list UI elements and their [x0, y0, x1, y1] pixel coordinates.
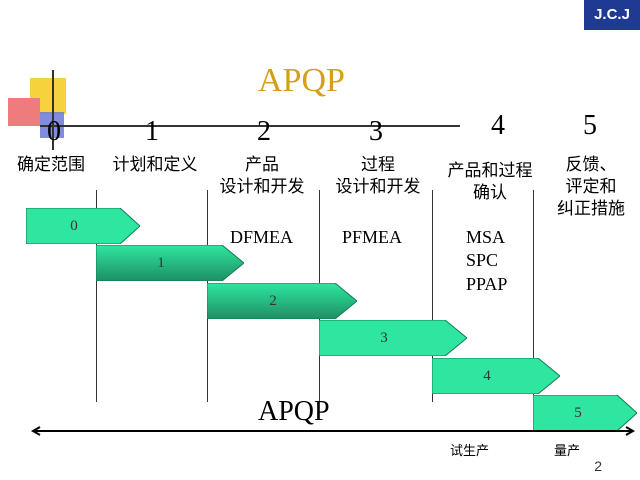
arrow-shape-1	[96, 245, 244, 281]
decor-red-square	[8, 98, 40, 126]
phase-label-1: 计划和定义	[112, 155, 198, 175]
diagram-title: APQP	[258, 62, 345, 99]
tool-ppap: PPAP	[466, 273, 508, 294]
phase-bar-label-5: 5	[574, 405, 582, 421]
timeline-title: APQP	[258, 396, 330, 427]
timeline-label-trial: 试生产	[450, 444, 490, 459]
phase-label-3: 过程 设计和开发	[335, 155, 421, 198]
arrow-shape-0	[26, 208, 140, 244]
decor-vertical-line	[52, 70, 54, 150]
tool-list-phase4: MSA SPC PPAP	[466, 226, 507, 296]
phase-bar-label-0: 0	[70, 218, 78, 234]
timeline-label-mass: 量产	[554, 444, 581, 459]
phase-number-2: 2	[257, 116, 271, 147]
phase-label-2: 产品 设计和开发	[219, 155, 305, 198]
phase-number-1: 1	[145, 116, 159, 147]
phase-number-5: 5	[583, 110, 597, 141]
arrow-shape-2	[207, 283, 357, 319]
arrow-shape-4	[432, 358, 560, 394]
phase-bar-3: 3	[319, 320, 467, 356]
arrow-shape-3	[319, 320, 467, 356]
page-number: 2	[594, 458, 602, 474]
phase-bar-0: 0	[26, 208, 140, 244]
phase-bar-label-4: 4	[483, 368, 491, 384]
phase-number-4: 4	[491, 110, 505, 141]
phase-bar-label-3: 3	[380, 330, 388, 346]
phase-number-0: 0	[47, 116, 61, 147]
phase-divider-5	[533, 190, 534, 402]
tool-msa: MSA	[466, 227, 506, 247]
phase-label-5: 反馈、 评定和 纠正措施	[557, 155, 625, 220]
tool-pfmea: PFMEA	[342, 227, 403, 247]
header-divider-line	[40, 125, 460, 127]
phase-bar-label-1: 1	[157, 255, 165, 271]
phase-number-3: 3	[369, 116, 383, 147]
phase-bar-5: 5	[533, 395, 637, 431]
phase-bar-4: 4	[432, 358, 560, 394]
tool-dfmea: DFMEA	[230, 227, 294, 247]
phase-bar-1: 1	[96, 245, 244, 281]
logo-badge: J.C.J	[584, 0, 640, 30]
phase-divider-4	[432, 190, 433, 402]
timeline-arrow	[30, 426, 636, 436]
phase-bar-2: 2	[207, 283, 357, 319]
phase-label-4: 产品和过程 确认	[447, 161, 533, 204]
phase-label-0: 确定范围	[17, 155, 85, 175]
phase-bar-label-2: 2	[269, 293, 277, 309]
tool-spc: SPC	[466, 250, 499, 271]
arrow-shape-5	[533, 395, 637, 431]
phase-divider-1	[96, 190, 97, 402]
